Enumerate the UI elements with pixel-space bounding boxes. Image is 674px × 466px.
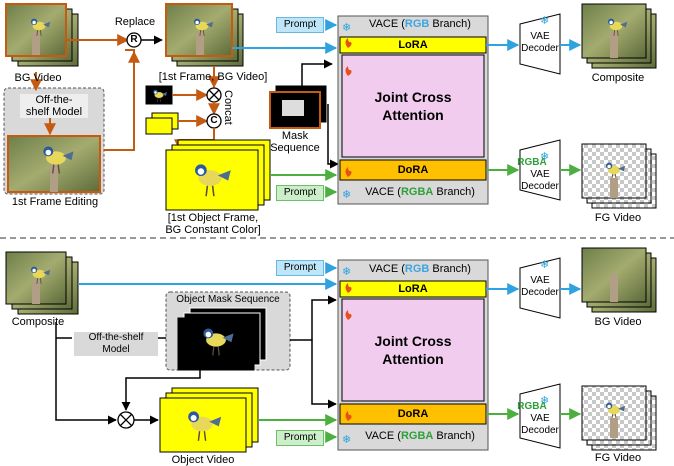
- attention-block-top: [341, 54, 485, 158]
- fire-icon: [345, 38, 352, 48]
- mask-sequence-label-2: Sequence: [270, 142, 320, 154]
- bg-video-label: BG Video: [14, 72, 62, 84]
- vace-rgba-label-top: VACE (RGBA Branch): [365, 186, 475, 198]
- object-mask-stack: [177, 307, 267, 371]
- vace-rgba-label-bottom: VACE (RGBA Branch): [365, 430, 475, 442]
- concat-symbol: C: [210, 115, 218, 126]
- composite-output-stack: [581, 3, 657, 69]
- prompt-bottom-1: Prompt: [276, 260, 324, 276]
- composite-output-label: Composite: [591, 72, 645, 84]
- off-the-shelf-bottom-label-2: Model: [74, 344, 158, 356]
- vae-decoder-bottom-2-label-2: Decoder: [521, 425, 559, 436]
- vae-rgba-label-bottom: RGBA: [517, 401, 547, 412]
- object-frame-label-1: [1st Object Frame,: [167, 212, 259, 224]
- snowflake-icon: ❄: [540, 150, 549, 163]
- snowflake-icon: ❄: [342, 21, 351, 34]
- joint-attention-top-1: Joint Cross: [374, 89, 452, 105]
- attention-block-bottom: [341, 298, 485, 402]
- joint-attention-bottom-2: Attention: [382, 351, 444, 367]
- snowflake-icon: ❄: [342, 433, 351, 446]
- lora-label-top: LoRA: [398, 39, 428, 51]
- fire-icon: [345, 283, 352, 293]
- vae-decoder-bottom-1: [519, 257, 561, 319]
- snowflake-icon: ❄: [342, 265, 351, 278]
- object-mask-sequence-label: Object Mask Sequence: [168, 294, 288, 306]
- fg-video-output-stack: [581, 143, 657, 209]
- vae-decoder-top-label-2: Decoder: [521, 43, 559, 54]
- first-frame-editing-label: 1st Frame Editing: [11, 196, 99, 208]
- prompt-top-2: Prompt: [276, 185, 324, 201]
- vae-decoder-bottom-2: [519, 383, 561, 449]
- bg-video-stack: [5, 3, 79, 67]
- replace-label: Replace: [114, 16, 156, 28]
- vace-rgb-label-top: VACE (RGB Branch): [369, 18, 471, 30]
- off-the-shelf-label-1: Off-the-: [20, 94, 88, 106]
- fg-video-output-label: FG Video: [594, 212, 642, 224]
- first-frame-bg-video-stack: [165, 3, 244, 67]
- mask-sequence-stack: [269, 85, 327, 129]
- vae-decoder-mid-label-1: VAE: [530, 169, 550, 180]
- joint-attention-top-2: Attention: [382, 107, 444, 123]
- snowflake-icon: ❄: [540, 14, 549, 27]
- fg-video-output-stack-bottom: [581, 385, 657, 451]
- fire-icon: [345, 310, 352, 320]
- fg-video-output-label-bottom: FG Video: [594, 452, 642, 464]
- prompt-top-1: Prompt: [276, 17, 324, 33]
- vae-rgba-label-top: RGBA: [517, 157, 547, 168]
- snowflake-icon: ❄: [540, 258, 549, 271]
- vae-decoder-bottom-1-label-2: Decoder: [521, 287, 559, 298]
- first-frame-bg-label: [1st Frame, BG Video]: [158, 71, 268, 83]
- vace-rgb-label-bottom: VACE (RGB Branch): [369, 263, 471, 275]
- dora-label-bottom: DoRA: [397, 408, 429, 420]
- object-video-stack: [159, 387, 259, 453]
- snowflake-icon: ❄: [342, 188, 351, 201]
- vae-decoder-top-label-1: VAE: [530, 31, 550, 42]
- fire-icon: [345, 411, 352, 421]
- vae-decoder-bottom-2-label-1: VAE: [530, 413, 550, 424]
- object-video-label: Object Video: [171, 454, 235, 466]
- replace-symbol: R: [130, 34, 138, 45]
- object-frame-label-2: BG Constant Color]: [165, 224, 261, 236]
- object-frame-stack: [165, 139, 271, 211]
- vae-decoder-top: [519, 13, 561, 75]
- vae-decoder-mid: [519, 139, 561, 201]
- vae-decoder-mid-label-2: Decoder: [521, 181, 559, 192]
- joint-attention-bottom-1: Joint Cross: [374, 333, 452, 349]
- off-the-shelf-label-2: shelf Model: [20, 106, 88, 118]
- first-frame-editing-image: [7, 135, 101, 193]
- mask-sequence-label-1: Mask: [281, 130, 309, 142]
- composite-input-label: Composite: [11, 316, 65, 328]
- lora-label-bottom: LoRA: [398, 283, 428, 295]
- bg-video-output-stack: [581, 247, 657, 313]
- dora-label-top: DoRA: [397, 164, 429, 176]
- off-the-shelf-bottom-label-1: Off-the-shelf: [74, 332, 158, 344]
- fire-icon: [345, 167, 352, 177]
- prompt-bottom-2: Prompt: [276, 430, 324, 446]
- bg-video-output-label: BG Video: [594, 316, 642, 328]
- snowflake-icon: ❄: [540, 394, 549, 407]
- vae-decoder-bottom-1-label-1: VAE: [530, 275, 550, 286]
- fire-icon: [345, 66, 352, 76]
- concat-label: Concat: [222, 90, 234, 125]
- composite-input-stack: [5, 251, 79, 315]
